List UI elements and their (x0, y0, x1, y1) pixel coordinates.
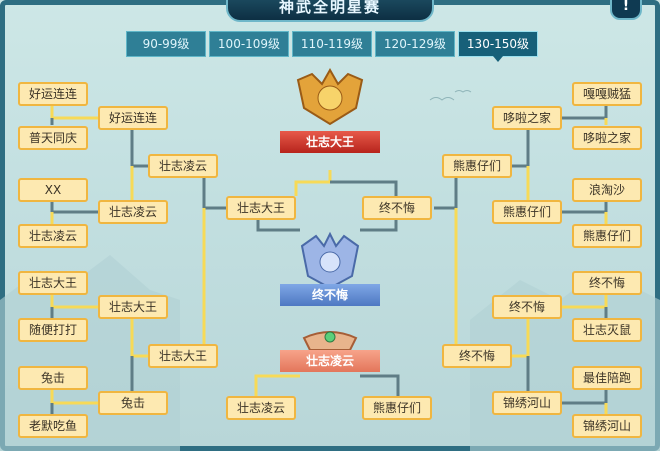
connector (560, 294, 608, 309)
tab-120-129[interactable]: 120-129级 (375, 31, 455, 57)
team-node[interactable]: 好运连连 (18, 82, 88, 106)
connector (50, 389, 98, 405)
connector (50, 201, 98, 214)
team-node[interactable]: 壮志大王 (18, 271, 88, 295)
silver-trophy-icon (300, 231, 360, 290)
team-node[interactable]: XX (18, 178, 88, 202)
connector (442, 208, 458, 358)
help-button[interactable]: ! (610, 0, 642, 20)
team-node[interactable]: 终不悔 (492, 295, 562, 319)
team-node[interactable]: 壮志凌云 (148, 154, 218, 178)
runner-up-banner: 终不悔 (280, 284, 380, 306)
connector (512, 130, 530, 168)
connector (130, 130, 148, 168)
team-node[interactable]: 哆啦之家 (572, 126, 642, 150)
connector (560, 389, 608, 405)
connector (202, 208, 218, 358)
team-node[interactable]: 终不悔 (362, 196, 432, 220)
level-tabs: 90-99级 100-109级 110-119级 120-129级 130-15… (126, 31, 538, 62)
connector (512, 319, 530, 358)
team-node[interactable]: 随便打打 (18, 318, 88, 342)
team-node[interactable]: 壮志大王 (226, 196, 296, 220)
connector (560, 105, 608, 120)
bird-icon (429, 97, 455, 101)
gold-trophy-icon (296, 67, 364, 126)
connector (330, 180, 398, 196)
page-title: 神武全明星赛 (278, 0, 381, 16)
team-node[interactable]: 锦绣河山 (492, 391, 562, 415)
tab-110-119[interactable]: 110-119级 (292, 31, 372, 57)
team-node[interactable]: 最佳陪跑 (572, 366, 642, 390)
team-node[interactable]: 普天同庆 (18, 126, 88, 150)
team-node[interactable]: 壮志凌云 (18, 224, 88, 248)
team-node[interactable]: 熊惠仔们 (362, 396, 432, 420)
team-node[interactable]: 熊惠仔们 (572, 224, 642, 248)
bronze-medal-icon (302, 331, 358, 351)
team-node[interactable]: 壮志灭鼠 (572, 318, 642, 342)
connector (254, 374, 300, 396)
team-node[interactable]: 哆啦之家 (492, 106, 562, 130)
third-place-banner: 壮志凌云 (280, 350, 380, 372)
team-node[interactable]: 兔击 (18, 366, 88, 390)
team-node[interactable]: 锦绣河山 (572, 414, 642, 438)
team-node[interactable]: 浪淘沙 (572, 178, 642, 202)
team-node[interactable]: 嘎嘎贼猛 (572, 82, 642, 106)
bird-icon (454, 90, 472, 93)
tab-100-109[interactable]: 100-109级 (209, 31, 289, 57)
team-node[interactable]: 终不悔 (572, 271, 642, 295)
team-node[interactable]: 壮志大王 (98, 295, 168, 319)
team-node[interactable]: 熊惠仔们 (492, 200, 562, 224)
title-bar: 神武全明星赛 (226, 0, 434, 22)
connector (560, 201, 608, 214)
team-node[interactable]: 终不悔 (442, 344, 512, 368)
champion-banner: 壮志大王 (280, 131, 380, 153)
connector (50, 294, 98, 309)
team-node[interactable]: 好运连连 (98, 106, 168, 130)
connector (360, 220, 398, 232)
connector (130, 319, 148, 358)
team-node[interactable]: 壮志大王 (148, 344, 218, 368)
team-node[interactable]: 壮志凌云 (98, 200, 168, 224)
connector (50, 105, 98, 120)
connector (360, 374, 400, 396)
tab-130-150[interactable]: 130-150级 (458, 31, 538, 62)
team-node[interactable]: 兔击 (98, 391, 168, 415)
tab-90-99[interactable]: 90-99级 (126, 31, 206, 57)
team-node[interactable]: 熊惠仔们 (442, 154, 512, 178)
team-node[interactable]: 老默吃鱼 (18, 414, 88, 438)
team-node[interactable]: 壮志凌云 (226, 396, 296, 420)
connector (294, 170, 332, 196)
